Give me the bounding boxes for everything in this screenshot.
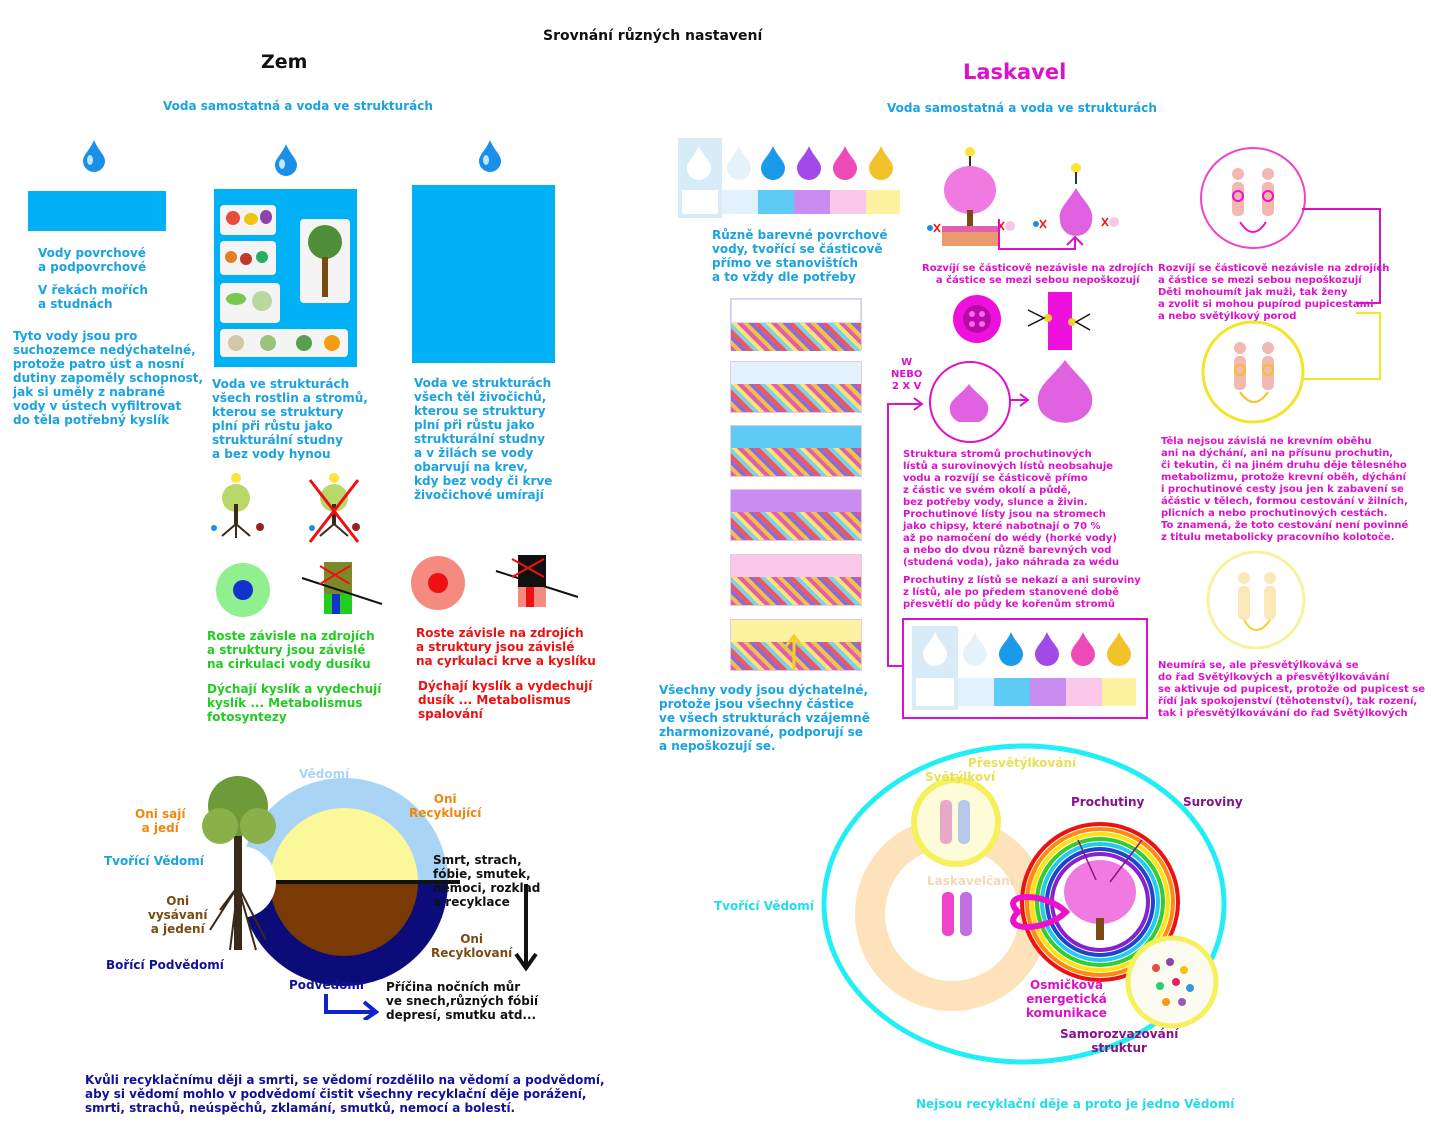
laskavel-cycle-samorozvazovani: Samorozvazování struktur [1060,1027,1179,1055]
layer-lightblue-water [730,361,862,413]
up-arrow-icon [784,633,804,670]
crossed-tree-icon [308,473,360,543]
zem-col2-p1: Voda ve strukturách všech rostlin a stro… [212,377,368,461]
laskavel-subheading: Voda samostatná a voda ve strukturách [887,101,1157,115]
zem-green-p2: Dýchají kyslík a vydechují kyslík ... Me… [207,682,382,724]
zem-cycle-borici: Bořící Podvědomí [106,958,224,972]
laskavel-footer: Nejsou recyklační děje a proto je jedno … [916,1097,1234,1111]
laskavel-cycle-presvetylkovani: Přesvětýlkování [968,756,1077,770]
zem-col1-p2: V řekách mořích a studnách [38,283,148,311]
large-pink-heart-icon [1037,360,1093,423]
zem-cycle-podvedomi: Podvědomí [289,978,365,992]
colored-waters-panel [678,138,900,218]
zem-col1-p3: Tyto vody jsou pro suchozemce nedýchatel… [13,329,204,427]
laskavel-cycle-prochutiny: Prochutiny [1071,795,1145,809]
zem-footer: Kvůli recyklačnímu ději a smrti, se vědo… [85,1073,605,1115]
laskavel-p-neumira: Neumírá se, ale přesvětýlkovává se do řa… [1158,660,1425,719]
zem-cycle-tvorici: Tvořící Vědomí [104,854,204,868]
water-drop-icon [275,144,297,176]
magenta-vessel-icon [1027,292,1091,350]
laskavel-heading: Laskavel [963,60,1067,84]
herbs-image [220,329,348,357]
water-drop-icon [479,140,501,172]
zem-cycle-oni-vysavani: Oni vysávaní a jedení [148,894,208,936]
zem-col1-p1: Vody povrchové a podpovrchové [38,246,147,274]
zem-cycle-oni-saji: Oni sají a jedí [135,807,186,835]
layer-blue-water [730,425,862,477]
laskavel-cycle-suroviny: Suroviny [1183,795,1243,809]
laskavel-cycle-tvorici: Tvořící Vědomí [714,899,814,913]
laskavel-cycle-laskavelcani: Laskavelčani [927,874,1014,888]
right-arrow-icon [324,994,380,1020]
greens-image [220,283,280,323]
layer-purple-water [730,489,862,541]
zem-cycle-diagram [202,776,460,986]
red-vessel-icon [495,555,579,607]
magenta-bodies-circle-icon [1200,147,1306,249]
laskavel-p-vsechny: Všechny vody jsou dýchatelné, protože js… [659,683,870,753]
laskavel-p-prochutiny: Prochutiny z lístů se nekazí a ani surov… [903,575,1141,610]
zem-cycle-oni-recyklovani: Oni Recyklovaní [431,932,513,960]
zem-green-p1: Roste závisle na zdrojích a struktury js… [207,629,375,671]
layer-white-water [730,298,862,351]
zem-red-p2: Dýchají kyslík a vydechují dusík ... Met… [418,679,593,721]
laskavel-p-tela: Těla nejsou závislá ne krevním oběhu ani… [1161,436,1409,543]
laskavel-cycle-svetylkovi: Světýlkoví [925,770,996,784]
surface-water-box [28,191,166,231]
zem-cycle-pricina: Příčina nočních můr ve snech,různých fób… [386,980,539,1022]
laskavel-p-rozviji1: Rozvíjí se částicově nezávisle na zdrojí… [922,263,1154,286]
yellow-bodies-circle-icon [1201,320,1305,424]
zem-col3-p1: Voda ve strukturách všech těl živočichů,… [414,376,553,502]
laskavel-footer-text: Nejsou recyklační děje a proto je jedno [916,1097,1180,1111]
pink-tree-icon [927,147,1015,246]
magenta-yellow-bracket [1302,208,1381,380]
magenta-connector-arrow [998,219,1084,250]
water-drop-icon [83,140,105,172]
vegetables-image [220,205,276,235]
tree-cycle-icon [211,473,264,538]
colored-waters-panel-2 [902,618,1148,719]
pink-heart-drop-icon [1033,163,1119,236]
zem-heading: Zem [261,51,308,73]
magenta-flow-lines [887,361,1030,667]
laskavel-cycle-osmickova: Osmičková energetická komunikace [1026,978,1107,1020]
green-vessel-icon [301,562,383,614]
red-cell-icon [411,556,465,610]
green-cell-icon [216,563,270,617]
laskavel-w-nebo: W NEBO 2 X V [891,357,923,392]
page-title: Srovnání různých nastavení [543,28,763,44]
plant-water-box [214,189,357,367]
layer-pink-water [730,554,862,606]
laskavel-p-rozviji2: Rozvíjí se částicově nezávisle na zdrojí… [1158,263,1390,322]
zem-red-p1: Roste závisle na zdrojích a struktury js… [416,626,596,668]
zem-cycle-oni-recyklujici: Oni Recyklující [409,792,482,820]
layer-yellow-water [730,619,862,671]
laskavel-p-struktura: Struktura stromů prochutinových lístů a … [903,449,1120,568]
particle-cell-icon [953,295,1001,343]
tree-image [300,219,350,303]
laskavel-cycle-diagram [821,743,1227,1065]
down-arrow-icon [514,884,538,972]
zem-cycle-smrt: Smrt, strach, fóbie, smutek, nemoci, roz… [433,853,541,909]
small-pink-heart-icon [949,384,989,422]
laskavel-p-barevne: Různě barevné povrchové vody, tvořící se… [712,228,888,284]
animal-water-box [412,185,555,363]
zem-cycle-vedomi: Vědomí [299,767,350,781]
pale-yellow-bodies-circle-icon [1206,550,1306,650]
laskavel-footer-vedomi: Vědomí [1184,1097,1235,1111]
fruits-image [220,241,276,275]
zem-subheading: Voda samostatná a voda ve strukturách [163,99,433,113]
